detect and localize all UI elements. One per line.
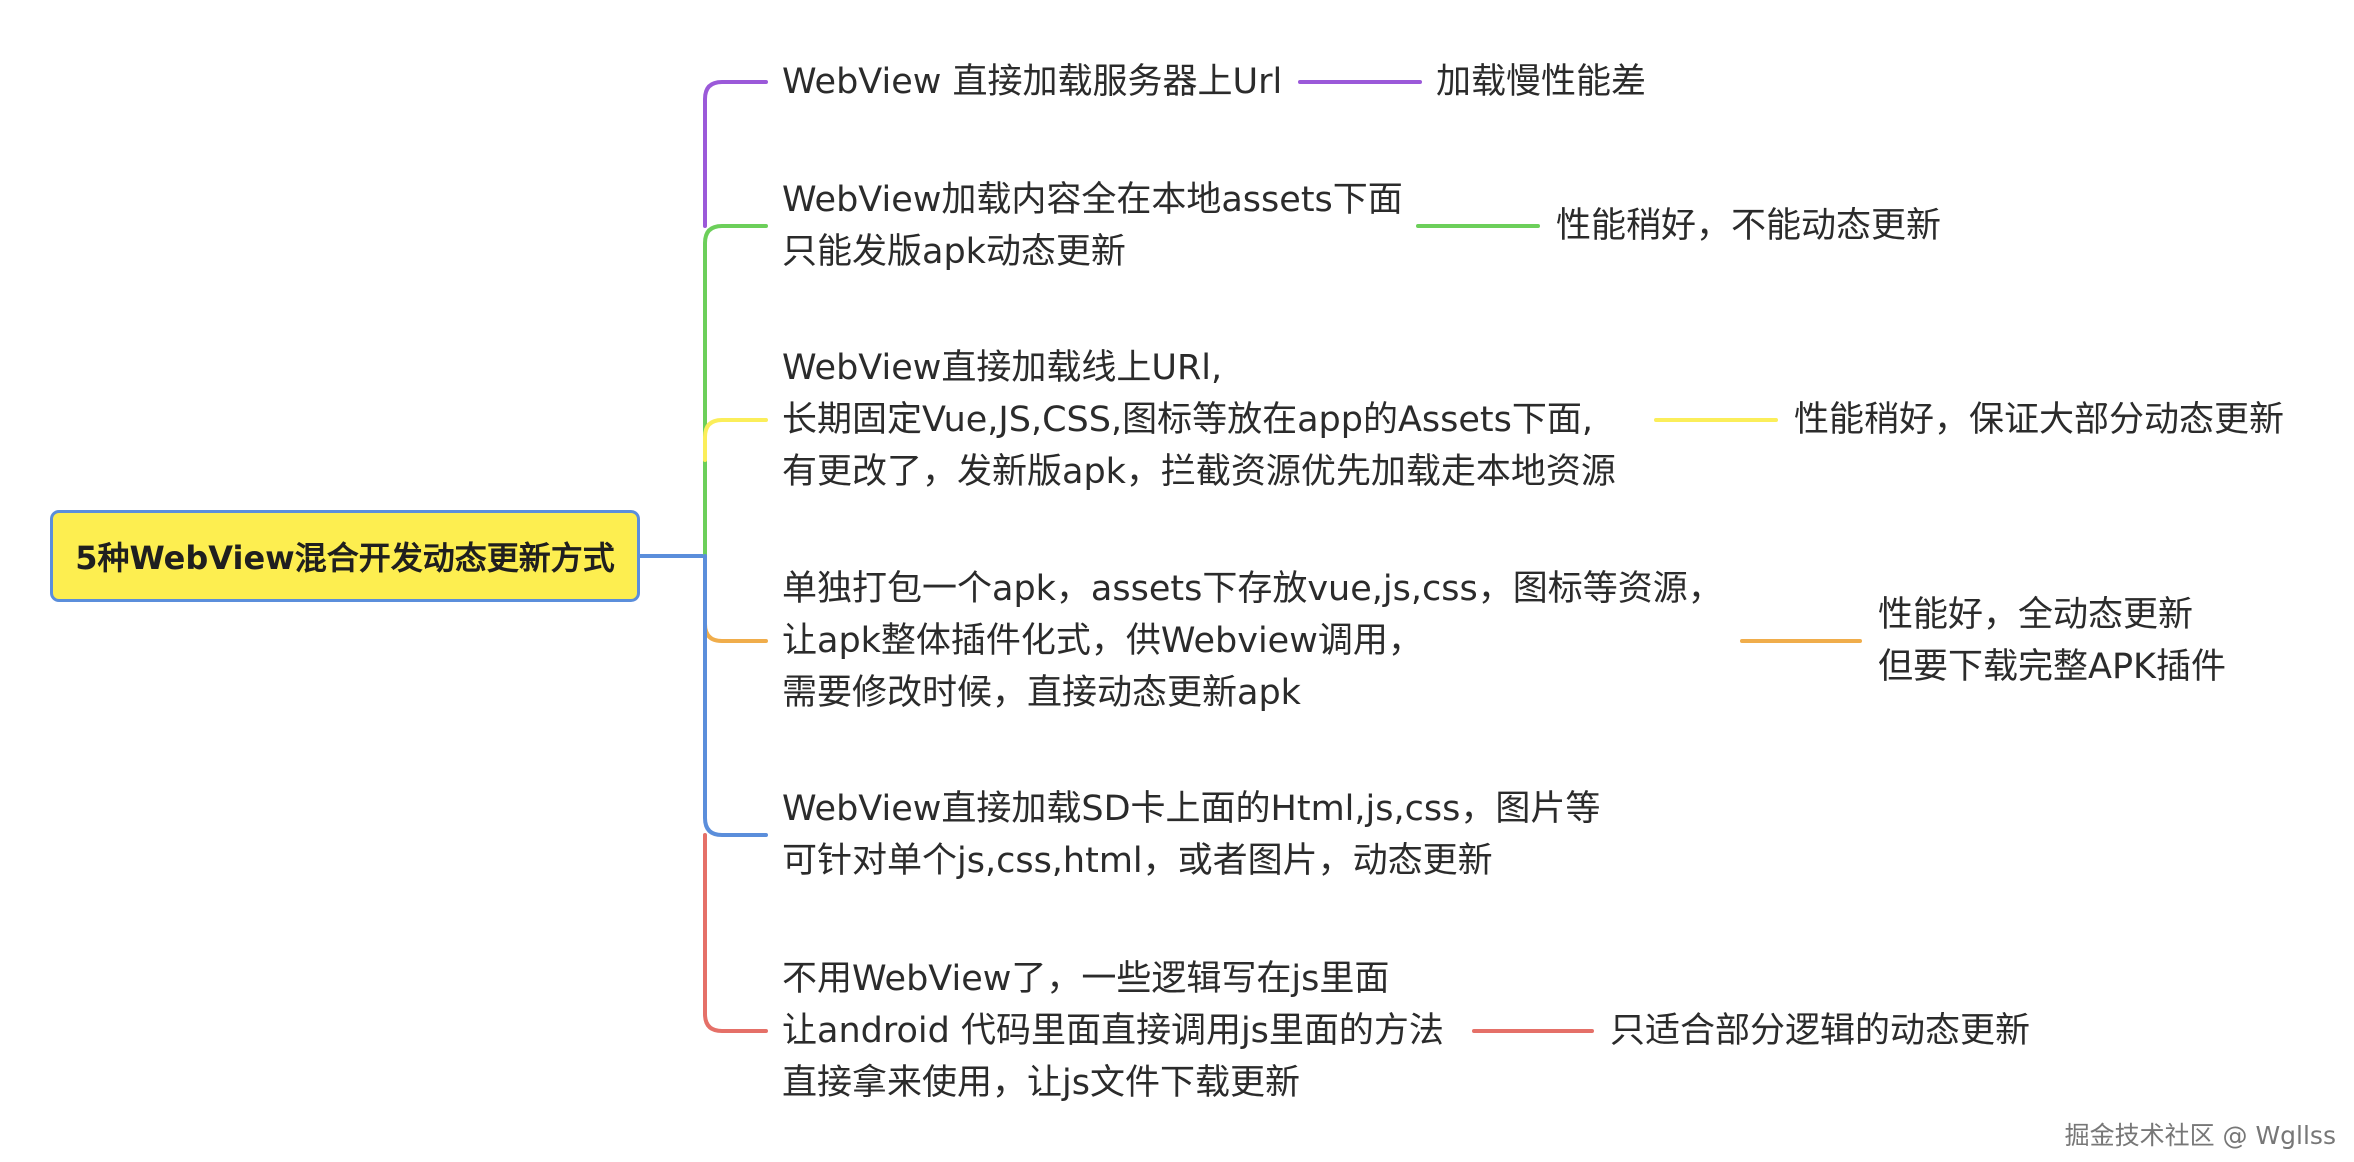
branch-node-5-line-2: 可针对单个js,css,html，或者图片，动态更新 — [782, 841, 1493, 881]
root-node[interactable]: 5种WebView混合开发动态更新方式 — [50, 510, 640, 602]
branch-node-6-line-1: 不用WebView了，一些逻辑写在js里面 — [782, 959, 1390, 999]
branch-node-4-line-1: 单独打包一个apk，assets下存放vue,js,css，图标等资源， — [782, 569, 1723, 609]
branch-node-3-line-2: 长期固定Vue,JS,CSS,图标等放在app的Assets下面, — [782, 400, 1593, 440]
leaf-node-2-line-1: 性能稍好，不能动态更新 — [1556, 206, 1942, 246]
trunk-segment-yellow — [703, 418, 768, 462]
branch-node-5[interactable]: WebView直接加载SD卡上面的Html,js,css，图片等 可针对单个js… — [782, 783, 1600, 887]
trunk-segment-blue — [703, 554, 768, 837]
leaf-node-4-line-1: 性能好，全动态更新 — [1878, 595, 2194, 635]
branch-node-4-line-3: 需要修改时候，直接动态更新apk — [782, 673, 1301, 713]
leaf-node-3[interactable]: 性能稍好，保证大部分动态更新 — [1794, 394, 2284, 446]
trunk-segment-purple — [703, 80, 768, 228]
branch-node-2-line-1: WebView加载内容全在本地assets下面 — [782, 180, 1403, 220]
branch-node-2[interactable]: WebView加载内容全在本地assets下面 只能发版apk动态更新 — [782, 174, 1403, 278]
leaf-node-2[interactable]: 性能稍好，不能动态更新 — [1556, 200, 1941, 252]
branch-node-1[interactable]: WebView 直接加载服务器上Url — [782, 56, 1282, 108]
root-node-label: 5种WebView混合开发动态更新方式 — [75, 539, 615, 577]
branch-node-6-line-2: 让android 代码里面直接调用js里面的方法 — [782, 1011, 1444, 1051]
leaf-node-6[interactable]: 只适合部分逻辑的动态更新 — [1610, 1005, 2030, 1057]
trunk-segment-green — [703, 224, 768, 558]
branch-node-4-line-2: 让apk整体插件化式，供Webview调用， — [782, 621, 1423, 661]
branch-node-2-line-2: 只能发版apk动态更新 — [782, 232, 1126, 272]
leaf-node-4[interactable]: 性能好，全动态更新 但要下载完整APK插件 — [1878, 589, 2226, 693]
branch-node-1-line-1: WebView 直接加载服务器上Url — [782, 62, 1283, 102]
trunk-segment-orange — [703, 618, 768, 643]
branch-node-4[interactable]: 单独打包一个apk，assets下存放vue,js,css，图标等资源， 让ap… — [782, 563, 1723, 719]
leaf-node-3-line-1: 性能稍好，保证大部分动态更新 — [1794, 400, 2285, 440]
leaf-node-6-line-1: 只适合部分逻辑的动态更新 — [1610, 1011, 2031, 1051]
leaf-node-4-line-2: 但要下载完整APK插件 — [1878, 647, 2227, 687]
branch-node-3-line-1: WebView直接加载线上URl, — [782, 348, 1223, 388]
branch-node-6-line-3: 直接拿来使用，让js文件下载更新 — [782, 1063, 1300, 1103]
branch-node-6[interactable]: 不用WebView了，一些逻辑写在js里面 让android 代码里面直接调用j… — [782, 953, 1444, 1109]
leaf-node-1-line-1: 加载慢性能差 — [1436, 62, 1647, 102]
leaf-node-1[interactable]: 加载慢性能差 — [1436, 56, 1646, 108]
branch-node-3[interactable]: WebView直接加载线上URl, 长期固定Vue,JS,CSS,图标等放在ap… — [782, 342, 1616, 498]
branch-node-5-line-1: WebView直接加载SD卡上面的Html,js,css，图片等 — [782, 789, 1601, 829]
branch-node-3-line-3: 有更改了，发新版apk，拦截资源优先加载走本地资源 — [782, 452, 1616, 492]
watermark: 掘金技术社区 @ Wgllss — [2064, 1121, 2336, 1150]
trunk-segment-red — [703, 833, 768, 1033]
